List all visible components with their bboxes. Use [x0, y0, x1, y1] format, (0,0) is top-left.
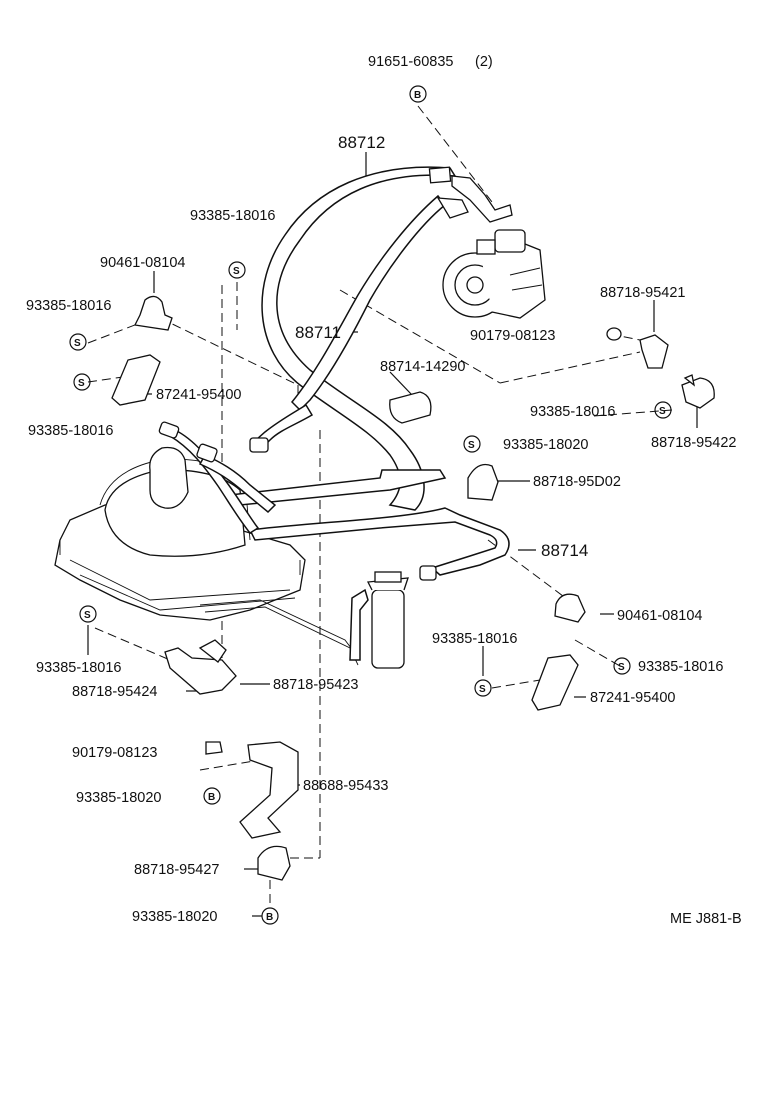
label-bracket-left: 87241-95400	[156, 387, 241, 403]
label-screw-upper-left: 93385-18016	[190, 208, 275, 224]
label-clamp-right-d: 90461-08104	[617, 608, 702, 624]
label-bolt-top-qty: (2)	[475, 54, 493, 70]
svg-text:B: B	[414, 90, 421, 101]
compressor	[442, 229, 546, 319]
label-screw-right-d: 93385-18016	[638, 659, 723, 675]
small-parts	[111, 295, 715, 881]
hoses	[158, 166, 513, 581]
label-screw-right-b: 93385-18020	[503, 437, 588, 453]
label-clamp-upper-left: 90461-08104	[100, 255, 185, 271]
diagram-code: ME J881-B	[670, 911, 742, 927]
label-clamp-right-c: 88718-95D02	[533, 474, 621, 490]
svg-text:S: S	[84, 610, 91, 621]
label-clamp-lower-b: 88718-95423	[273, 677, 358, 693]
screw-symbol: S	[79, 605, 97, 623]
screw-symbol: S	[613, 657, 631, 675]
svg-text:S: S	[78, 378, 85, 389]
svg-text:S: S	[468, 440, 475, 451]
svg-text:S: S	[618, 662, 625, 673]
label-screw-bottom-b: 93385-18020	[132, 909, 217, 925]
label-hose-insulator: 88714-14290	[380, 359, 465, 375]
label-nut-bottom: 90179-08123	[72, 745, 157, 761]
svg-text:S: S	[233, 266, 240, 277]
label-hose-discharge: 88712	[338, 133, 385, 152]
svg-text:S: S	[659, 406, 666, 417]
bolt-symbol: B	[261, 907, 279, 925]
svg-text:B: B	[266, 912, 273, 923]
label-clamp-lower-a: 88718-95424	[72, 684, 157, 700]
label-bracket-right: 87241-95400	[590, 690, 675, 706]
label-screw-right-a: 93385-18016	[530, 404, 615, 420]
label-clamp-right-b: 88718-95422	[651, 435, 736, 451]
screw-symbol: S	[654, 401, 672, 419]
label-screw-left-b: 93385-18016	[28, 423, 113, 439]
label-screw-bottom-a: 93385-18020	[76, 790, 161, 806]
svg-text:B: B	[208, 792, 215, 803]
condenser-assembly	[54, 446, 361, 666]
label-screw-right-c: 93385-18016	[432, 631, 517, 647]
svg-text:S: S	[74, 338, 81, 349]
screw-symbol: S	[463, 435, 481, 453]
label-clamp-bottom: 88718-95427	[134, 862, 219, 878]
screw-symbol: S	[228, 261, 246, 279]
label-tube-liquid: 88714	[541, 541, 588, 560]
receiver-dryer	[349, 571, 409, 669]
screw-symbol: S	[474, 679, 492, 697]
label-clamp-right-a: 88718-95421	[600, 285, 685, 301]
label-hose-suction: 88711	[295, 323, 341, 342]
bolt-symbol: B	[409, 85, 427, 103]
screw-symbol: S	[73, 373, 91, 391]
label-screw-left-a: 93385-18016	[26, 298, 111, 314]
part-labels: 91651-60835 (2) 88712 88711 88714-14290 …	[26, 54, 742, 927]
label-screw-lower-left: 93385-18016	[36, 660, 121, 676]
label-bracket-bottom: 88688-95433	[303, 778, 388, 794]
svg-text:S: S	[479, 684, 486, 695]
fastener-symbols: B S S S S S S S S B B	[69, 85, 672, 925]
bolt-symbol: B	[203, 787, 221, 805]
label-nut-right: 90179-08123	[470, 328, 555, 344]
label-bolt-top: 91651-60835	[368, 54, 453, 70]
screw-symbol: S	[69, 333, 87, 351]
